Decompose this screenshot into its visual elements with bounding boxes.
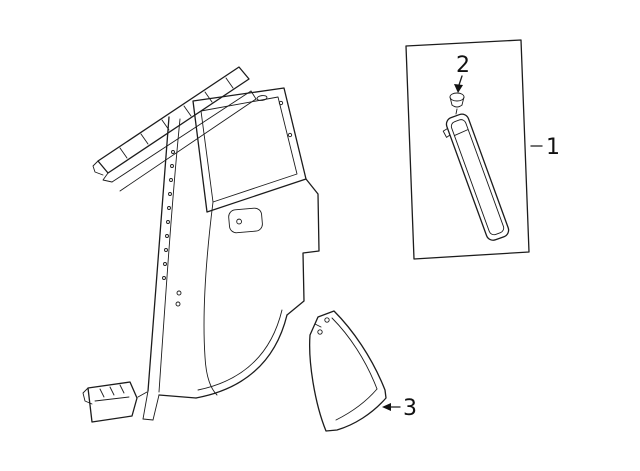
panel-hole: [287, 132, 293, 138]
callout-2[interactable]: 2: [454, 53, 470, 93]
callout-2-leader: [458, 75, 463, 86]
rail-hatching: [119, 77, 234, 159]
callout-3-arrowhead: [382, 403, 391, 411]
callout-1-label[interactable]: 1: [546, 135, 560, 160]
callout-3[interactable]: 3: [382, 396, 417, 421]
roof-rail-hook: [92, 160, 104, 176]
quarter-window-inner: [200, 96, 298, 203]
panel-crease: [203, 201, 218, 396]
mud-guard: [309, 310, 387, 432]
panel-slot-hole: [256, 95, 268, 101]
callout-1[interactable]: 1: [530, 135, 560, 160]
panel-rear-edge: [286, 178, 320, 316]
mud-guard-inner-line: [331, 317, 378, 390]
molding-clip: [449, 92, 465, 115]
mud-guard-outline: [309, 310, 387, 432]
drip-rail-line-2: [119, 98, 257, 192]
quarter-panel-drawing: [82, 66, 320, 423]
panel-hole: [278, 100, 284, 106]
detail-box-border: [405, 39, 530, 260]
callout-2-label[interactable]: 2: [456, 53, 470, 78]
quarter-window-outer: [192, 87, 307, 213]
pillar-outer-edge: [147, 116, 170, 392]
molding-detail-box: [405, 39, 530, 260]
wheel-arch: [195, 314, 288, 399]
body-side-molding: [442, 113, 510, 241]
rocker-end-cap: [82, 381, 138, 423]
roof-rail-band: [97, 66, 250, 174]
rocker-sill: [158, 394, 197, 399]
pillar-inner-edge: [158, 118, 181, 393]
callout-2-arrowhead: [454, 84, 463, 93]
wheel-arch-flange: [197, 309, 283, 391]
callout-3-label[interactable]: 3: [403, 396, 417, 421]
pillar-holes: [162, 150, 182, 307]
fuel-door: [228, 207, 263, 234]
mud-guard-hole: [324, 317, 330, 323]
mud-guard-hole: [317, 329, 323, 335]
